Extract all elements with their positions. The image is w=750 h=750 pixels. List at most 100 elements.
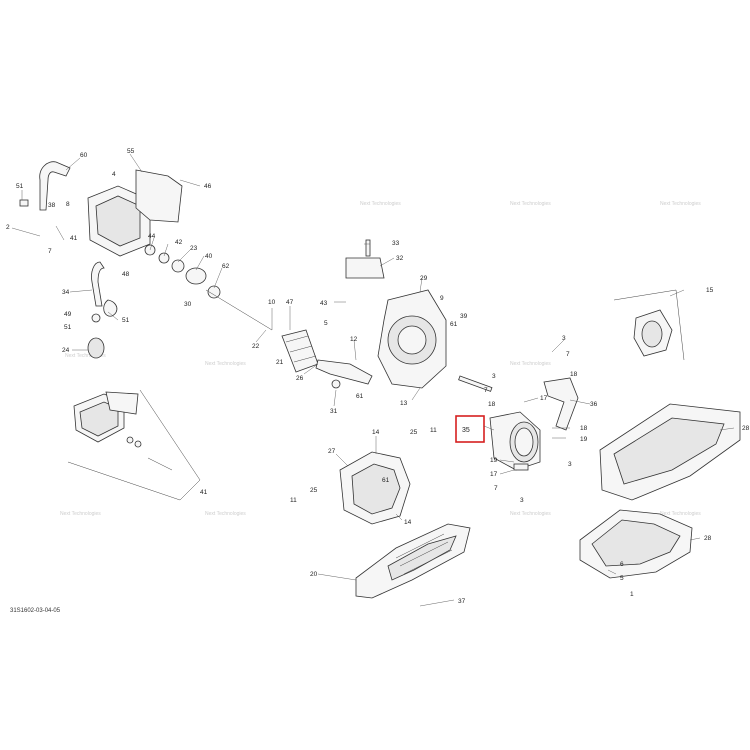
- callout-36: 36: [590, 401, 598, 408]
- bellows-boot-part: [281, 329, 319, 373]
- inset-outline-bottom: [67, 461, 201, 501]
- callout-7: 7: [48, 248, 52, 255]
- clamp-17: [513, 463, 529, 471]
- callout-9: 9: [440, 295, 444, 302]
- callout-51: 51: [16, 183, 24, 190]
- hose-part: [91, 261, 105, 307]
- callout-29: 29: [420, 275, 428, 282]
- callout-51: 51: [64, 324, 72, 331]
- callout-44: 44: [148, 233, 156, 240]
- fitting-part: [91, 313, 101, 323]
- lever-arm-part: [315, 359, 373, 385]
- callout-19: 19: [580, 436, 588, 443]
- watermark-3: Next Technologies: [360, 201, 401, 207]
- oring-2: [158, 252, 170, 264]
- centre-linkage: [281, 329, 373, 389]
- callout-61: 61: [356, 393, 364, 400]
- bracket-plate-part: [345, 257, 385, 279]
- callout-23: 23: [190, 245, 198, 252]
- callout-62: 62: [222, 263, 230, 270]
- grille-3: [403, 549, 453, 575]
- callout-21: 21: [276, 359, 284, 366]
- upper-left-assembly: [19, 161, 273, 359]
- callout-22: 22: [252, 343, 260, 350]
- inset-gasket-part: [105, 391, 139, 415]
- bushing-part: [331, 379, 341, 389]
- callout-1: 1: [630, 591, 634, 598]
- callout-32: 32: [396, 255, 404, 262]
- inset-module-face: [79, 401, 119, 437]
- callout-18: 18: [580, 425, 588, 432]
- callout-31: 31: [330, 408, 338, 415]
- grille-2: [399, 541, 449, 567]
- callout-34: 34: [62, 289, 70, 296]
- grille-1: [395, 533, 445, 559]
- callout-25: 25: [410, 429, 418, 436]
- callout-12: 12: [350, 336, 358, 343]
- callout-46: 46: [204, 183, 212, 190]
- bottom-assembly: [339, 451, 471, 599]
- callout-33: 33: [392, 240, 400, 247]
- callout-41: 41: [70, 235, 78, 242]
- throttle-bracket-36: [543, 377, 579, 431]
- callout-49: 49: [64, 311, 72, 318]
- bracket-assembly: [345, 239, 493, 392]
- watermark-1: Next Technologies: [510, 201, 551, 207]
- watermark-9: Next Technologies: [510, 511, 551, 517]
- right-inset-assembly: [613, 289, 685, 361]
- callout-61: 61: [382, 477, 390, 484]
- callout-14: 14: [404, 519, 412, 526]
- callout-37: 37: [458, 598, 466, 605]
- housing-27-face: [351, 463, 401, 515]
- boot-rib-2: [289, 345, 313, 353]
- callout-61: 61: [450, 321, 458, 328]
- callout-labels: 60 55 4 46 51 38 8 2 41 7 44 42 23 40 48…: [6, 148, 750, 605]
- drawing-code: 31S1602-03-04-05: [10, 608, 61, 614]
- mount-plate-inner: [397, 325, 427, 355]
- callout-24: 24: [62, 347, 70, 354]
- callout-7: 7: [494, 485, 498, 492]
- watermark-7: Next Technologies: [60, 511, 101, 517]
- callout-10: 10: [268, 299, 276, 306]
- clip-part: [19, 199, 29, 207]
- nut-part: [207, 285, 221, 299]
- callout-3: 3: [562, 335, 566, 342]
- bolt-33: [365, 239, 371, 257]
- callout-55: 55: [127, 148, 135, 155]
- callout-47: 47: [286, 299, 294, 306]
- watermark-8: Next Technologies: [205, 511, 246, 517]
- callout-3: 3: [492, 373, 496, 380]
- callout-26: 26: [296, 375, 304, 382]
- right-cover-assembly: [579, 403, 741, 579]
- strap-part: [39, 161, 71, 211]
- throttle-body-assembly: [455, 377, 579, 471]
- callout-18: 18: [570, 371, 578, 378]
- callout-5: 5: [620, 575, 624, 582]
- boot-rib-1: [285, 335, 309, 343]
- callout-38: 38: [48, 202, 56, 209]
- callout-40: 40: [205, 253, 213, 260]
- throttle-plate: [514, 427, 534, 457]
- callout-35-highlighted[interactable]: 35: [462, 427, 470, 434]
- callout-17: 17: [490, 471, 498, 478]
- callout-25: 25: [310, 487, 318, 494]
- callout-4: 4: [112, 171, 116, 178]
- callout-60: 60: [80, 152, 88, 159]
- callout-20: 20: [310, 571, 318, 578]
- watermarks: Next Technologies Next Technologies Next…: [60, 201, 701, 517]
- callout-3: 3: [568, 461, 572, 468]
- inset2-bore: [641, 320, 663, 348]
- callout-5: 5: [324, 320, 328, 327]
- watermark-10: Next Technologies: [660, 511, 701, 517]
- callout-6: 6: [620, 561, 624, 568]
- callout-2: 2: [6, 224, 10, 231]
- ring-part: [103, 299, 118, 317]
- callout-48: 48: [122, 271, 130, 278]
- watermark-2: Next Technologies: [660, 201, 701, 207]
- leader-lines: [11, 153, 735, 607]
- callout-18: 18: [488, 401, 496, 408]
- callout-15: 15: [706, 287, 714, 294]
- cover-20-grille: [387, 535, 457, 581]
- callout-13: 13: [400, 400, 408, 407]
